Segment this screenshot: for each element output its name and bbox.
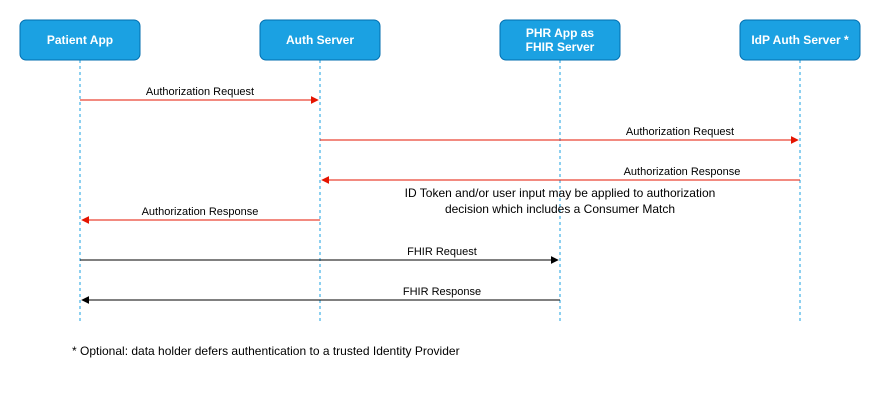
message-label: Authorization Request [146, 86, 254, 98]
actor-box [739, 19, 861, 61]
actor-box [19, 19, 141, 61]
footnote: * Optional: data holder defers authentic… [72, 344, 460, 358]
note: ID Token and/or user input may be applie… [405, 186, 716, 216]
message-authorization-request-2: Authorization Request [320, 126, 799, 144]
actor-label: Auth Server [286, 33, 354, 47]
actor-label-line1: PHR App as [526, 26, 595, 40]
message-fhir-response: FHIR Response [81, 286, 560, 304]
message-label: FHIR Response [403, 286, 481, 298]
actor-idp-auth-server: IdP Auth Server * [739, 19, 861, 61]
message-authorization-response-2: Authorization Response [81, 206, 320, 224]
message-authorization-request-1: Authorization Request [80, 86, 319, 104]
actor-label: IdP Auth Server * [751, 33, 849, 47]
actor-label-line2: FHIR Server [526, 40, 595, 54]
actor-auth-server: Auth Server [259, 19, 381, 61]
actor-box [259, 19, 381, 61]
actor-box [499, 19, 621, 61]
message-label: FHIR Request [407, 246, 477, 258]
note-line1: ID Token and/or user input may be applie… [405, 186, 716, 200]
message-authorization-response-1: Authorization Response [321, 166, 800, 184]
message-label: Authorization Response [142, 206, 259, 218]
message-fhir-request: FHIR Request [80, 246, 559, 264]
actor-phr-app: PHR App as FHIR Server [499, 19, 621, 61]
actor-patient-app: Patient App [19, 19, 141, 61]
actor-label: Patient App [47, 33, 113, 47]
message-label: Authorization Response [624, 166, 741, 178]
message-label: Authorization Request [626, 126, 734, 138]
note-line2: decision which includes a Consumer Match [445, 202, 675, 216]
